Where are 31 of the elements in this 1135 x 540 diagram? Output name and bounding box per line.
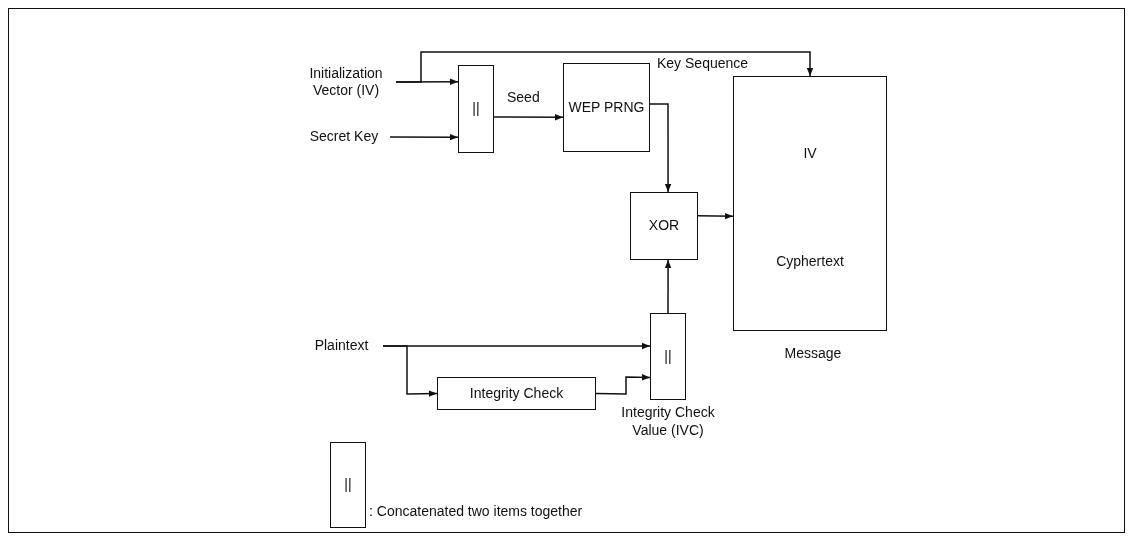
arrow [395, 51, 814, 83]
node-label: Integrity Check Value (IVC) [620, 404, 716, 439]
input-label: Secret Key [298, 127, 390, 147]
box-text: || [344, 476, 352, 494]
node-label: Message [783, 345, 843, 363]
box-text: IV [803, 145, 817, 163]
message-box [733, 76, 887, 331]
arrow [697, 212, 734, 220]
edge-label: Key Sequence [655, 55, 751, 71]
input-label: Initialization Vector (IV) [296, 63, 396, 101]
box-text: XOR [648, 217, 680, 235]
box-text: || [472, 100, 480, 118]
arrow [664, 259, 672, 314]
process-box [650, 313, 686, 400]
node-label: : Concatenated two items together [369, 503, 583, 521]
process-box [330, 442, 366, 528]
arrow [382, 345, 438, 397]
arrow [649, 103, 672, 193]
process-box [563, 63, 650, 152]
box-text: WEP PRNG [568, 98, 645, 117]
arrow [595, 374, 651, 395]
box-text: || [664, 347, 672, 366]
edge-label: Seed [505, 89, 542, 105]
process-box [437, 377, 596, 410]
box-text: Cyphertext [776, 252, 844, 270]
arrow [493, 114, 564, 121]
arrow [389, 133, 459, 141]
process-box [630, 192, 698, 260]
box-text: Integrity Check [469, 384, 564, 403]
process-box [458, 65, 494, 153]
input-label: Plaintext [300, 336, 383, 356]
